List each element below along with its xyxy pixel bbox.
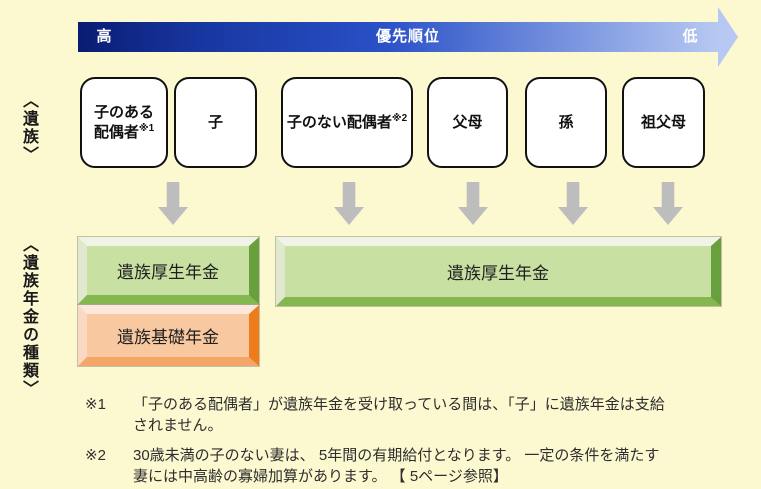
footnote-ref-2: ※2 xyxy=(391,112,408,124)
survivor-box-label: 子のない配偶者※2 xyxy=(286,112,408,131)
pension-box-kiso: 遺族基礎年金 xyxy=(77,304,260,367)
footnote-marker: ※2 xyxy=(85,447,106,464)
footnote-ref-1: ※1 xyxy=(138,122,155,134)
survivor-box-grandchild: 孫 xyxy=(525,77,607,168)
survivor-box-label: 孫 xyxy=(558,113,574,131)
footnote-1: ※1 「子のある配偶者」が遺族年金を受け取っている間は、「子」に遺族年金は支給 … xyxy=(85,394,735,436)
side-label-bereaved: 〈遺族〉 xyxy=(20,92,37,164)
down-arrow-icon xyxy=(558,182,588,225)
down-arrow-icon xyxy=(334,182,364,225)
side-label-pension-types: 〈遺族年金の種類〉 xyxy=(20,236,37,398)
priority-arrow-bar xyxy=(78,22,718,52)
survivor-box-grandparents: 祖父母 xyxy=(622,77,705,168)
survivor-box-label: 父母 xyxy=(452,113,483,131)
survivor-box-label: 子 xyxy=(207,113,223,131)
priority-title: 優先順位 xyxy=(375,28,440,45)
pension-box-kosei-left: 遺族厚生年金 xyxy=(77,236,260,305)
pension-box-label: 遺族厚生年金 xyxy=(117,263,219,282)
pension-box-label: 遺族厚生年金 xyxy=(447,264,549,283)
survivor-box-label: 祖父母 xyxy=(640,113,686,131)
footnote-marker: ※1 xyxy=(85,396,106,413)
down-arrow-icon xyxy=(158,182,188,225)
footnotes: ※1 「子のある配偶者」が遺族年金を受け取っている間は、「子」に遺族年金は支給 … xyxy=(85,394,735,489)
footnote-text: 「子のある配偶者」が遺族年金を受け取っている間は、「子」に遺族年金は支給 されま… xyxy=(133,396,665,434)
priority-low-label: 低 xyxy=(682,28,698,45)
down-arrow-icon xyxy=(458,182,488,225)
footnote-text: 30歳未満の子のない妻は、 5年間の有期給付となります。 一定の条件を満たす 妻… xyxy=(133,447,660,485)
footnote-2: ※2 30歳未満の子のない妻は、 5年間の有期給付となります。 一定の条件を満た… xyxy=(85,445,735,487)
survivor-box-spouse-without-child: 子のない配偶者※2 xyxy=(281,77,413,168)
priority-arrowhead-icon xyxy=(718,7,738,67)
down-arrow-icon xyxy=(653,182,683,225)
survivor-box-spouse-with-child: 子のある 配偶者※1 xyxy=(80,77,168,168)
pension-box-label: 遺族基礎年金 xyxy=(117,328,219,347)
survivor-box-label: 子のある 配偶者※1 xyxy=(93,103,155,141)
priority-high-label: 高 xyxy=(96,28,112,45)
survivor-box-parents: 父母 xyxy=(427,77,508,168)
pension-box-kosei-wide: 遺族厚生年金 xyxy=(275,236,722,307)
survivor-box-child: 子 xyxy=(174,77,257,168)
